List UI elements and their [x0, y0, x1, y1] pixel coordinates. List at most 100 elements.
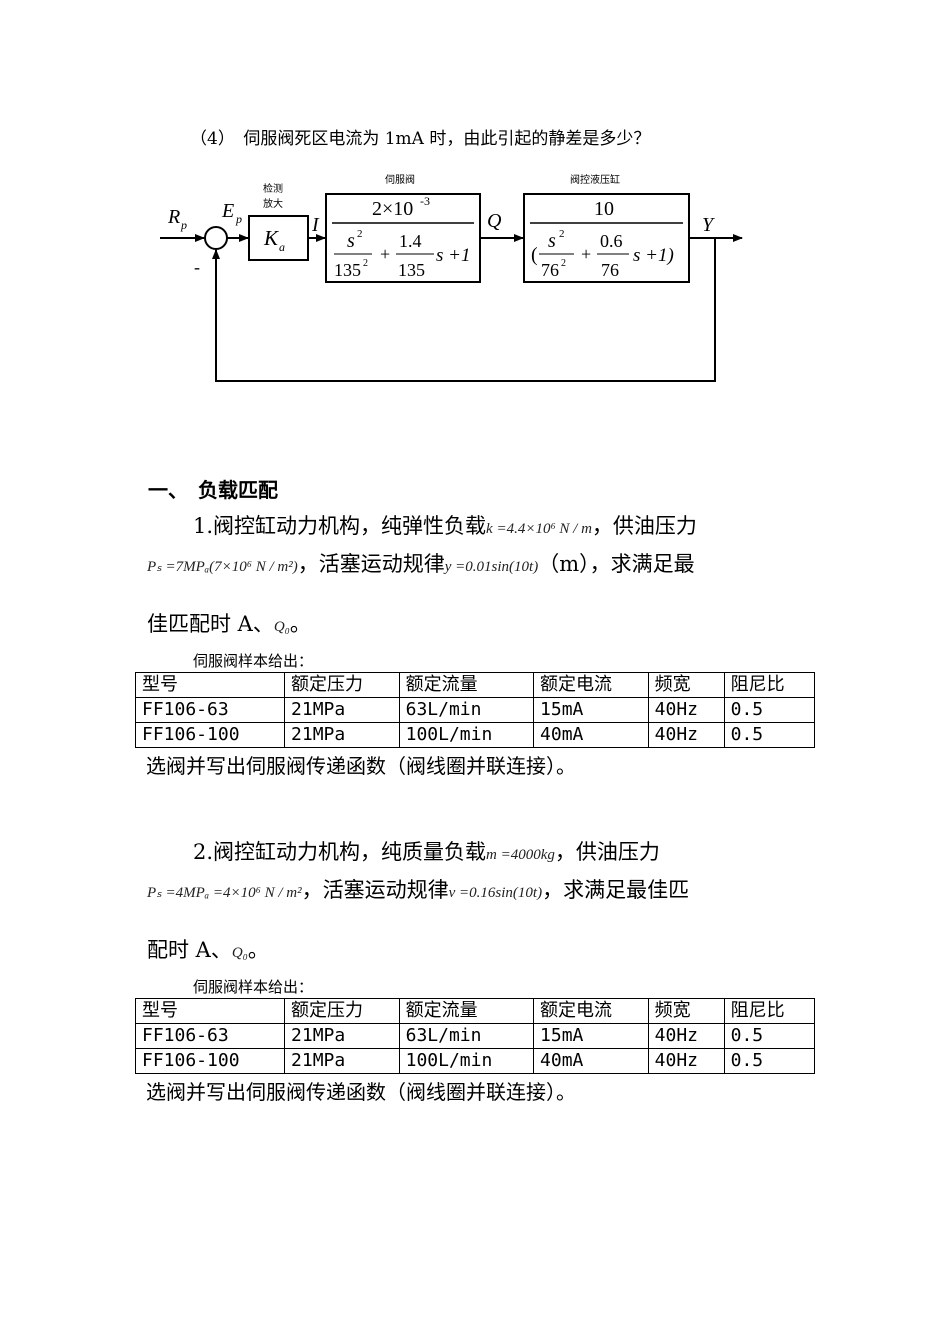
rp-sub: p	[180, 218, 187, 232]
cylinder-block	[523, 193, 690, 283]
servo-title: 伺服阀	[385, 173, 415, 186]
section-title: 一、 负载匹配	[148, 478, 278, 502]
p1-math-q0: Q₀	[273, 619, 290, 635]
table-cell: 100L/min	[398, 1048, 535, 1074]
p2-math-q0: Q₀	[231, 945, 248, 961]
table-header-cell: 频宽	[647, 998, 725, 1024]
table-cell: 0.5	[723, 1048, 816, 1074]
cyl-d1: 76	[541, 260, 559, 280]
ka-label: K	[263, 226, 279, 250]
ep-sub: p	[235, 212, 242, 226]
cyl-d2: 76	[601, 260, 619, 280]
table-cell: 40Hz	[647, 1023, 725, 1049]
servo-block	[325, 193, 481, 283]
p2-text-2b: ，活塞运动规律	[301, 878, 449, 902]
table-cell: 15mA	[533, 697, 649, 723]
servo-s-sq: 2	[357, 228, 363, 240]
servo-numerator: 2×10	[372, 198, 413, 220]
table-cell: FF106-100	[134, 722, 286, 748]
i-label: I	[311, 214, 320, 236]
p1-text-1b: ，供油压力	[591, 514, 697, 538]
p1-line3: 佳匹配时 A、Q₀。	[147, 608, 311, 638]
servo-d2: 135	[398, 260, 425, 280]
table-header-cell: 额定压力	[284, 998, 400, 1024]
table-header-row: 型号额定压力额定流量额定电流频宽阻尼比	[134, 998, 816, 1024]
p1-text-2b: ，活塞运动规律	[297, 552, 445, 576]
ep-label: E	[221, 200, 234, 222]
table-cell: 63L/min	[398, 1023, 535, 1049]
p2-math-m: m =4000kg	[486, 847, 555, 863]
p1-text-1: 1.阀控缸动力机构，纯弹性负载	[193, 514, 487, 538]
servo-s: s	[347, 230, 355, 252]
table-header-cell: 额定流量	[398, 672, 535, 698]
minus-sign: -	[194, 257, 200, 277]
table-cell: 21MPa	[284, 1048, 400, 1074]
p2-text-2c: ，求满足最佳匹	[542, 878, 690, 902]
p1-line2: Pₛ =7MPₐ(7×10⁶ N / m²)，活塞运动规律y =0.01sin(…	[147, 548, 695, 578]
table-cell: 0.5	[723, 722, 816, 748]
cyl-d1-sq: 2	[561, 258, 566, 269]
table2-caption: 伺服阀样本给出：	[193, 978, 314, 996]
table-cell: 0.5	[723, 1023, 816, 1049]
summing-junction	[204, 226, 228, 250]
table-header-cell: 阻尼比	[723, 672, 816, 698]
cyl-n2: 0.6	[600, 231, 623, 251]
ka-sub: a	[279, 240, 285, 254]
table-cell: 21MPa	[284, 697, 400, 723]
table-header-cell: 型号	[134, 672, 286, 698]
table-header-cell: 额定流量	[398, 998, 535, 1024]
p1-text-3end: 。	[289, 612, 311, 636]
table-cell: 100L/min	[398, 722, 535, 748]
p2-text-3end: 。	[247, 938, 269, 962]
detect-label-1: 检测	[263, 182, 283, 195]
table-cell: 40Hz	[647, 722, 725, 748]
table1-caption: 伺服阀样本给出：	[193, 652, 314, 670]
cyl-numerator: 10	[594, 198, 614, 220]
table-header-cell: 额定电流	[533, 672, 649, 698]
table-cell: 40Hz	[647, 697, 725, 723]
table-cell: 40mA	[533, 722, 649, 748]
block-diagram: R p - E p 检测 放大 K a I 伺服阀 2×10 -3 s 2 13…	[160, 173, 743, 382]
p2-line1: 2.阀控缸动力机构，纯质量负载m =4000kg，供油压力	[193, 836, 660, 866]
p1-line1: 1.阀控缸动力机构，纯弹性负载k =4.4×10⁶ N / m，供油压力	[193, 510, 697, 540]
servo-exp: -3	[420, 194, 430, 208]
p1-math-ps: Pₛ =7MPₐ(7×10⁶ N / m²)	[147, 559, 298, 575]
cyl-s-sq: 2	[559, 228, 565, 240]
table-cell: 40Hz	[647, 1048, 725, 1074]
y-label: Y	[702, 214, 715, 236]
cyl-tail: s +1)	[633, 245, 674, 266]
table-cell: 21MPa	[284, 722, 400, 748]
p1-text-2c: （m），求满足最	[538, 552, 695, 576]
p2-text-1: 2.阀控缸动力机构，纯质量负载	[193, 840, 487, 864]
table-cell: 0.5	[723, 697, 816, 723]
p2-math-ps: Pₛ =4MPₐ =4×10⁶ N / m²	[147, 885, 302, 901]
table-cell: 40mA	[533, 1048, 649, 1074]
table-header-cell: 频宽	[647, 672, 725, 698]
table-header-cell: 型号	[134, 998, 286, 1024]
table-cell: 21MPa	[284, 1023, 400, 1049]
table-header-row: 型号额定压力额定流量额定电流频宽阻尼比	[134, 672, 816, 698]
table-header-cell: 额定电流	[533, 998, 649, 1024]
cyl-open: (	[531, 244, 538, 266]
cyl-title: 阀控液压缸	[570, 173, 620, 186]
cyl-plus: +	[581, 244, 591, 264]
p1-math-k: k =4.4×10⁶ N / m	[486, 521, 592, 537]
feedback-path	[212, 238, 716, 382]
question-4: （4） 伺服阀死区电流为 1mA 时，由此引起的静差是多少？	[190, 129, 651, 149]
q-label: Q	[487, 210, 502, 232]
p2-text-3: 配时 A、	[147, 938, 232, 962]
p2-math-v: v =0.16sin(10t)	[448, 885, 543, 901]
table-cell: FF106-63	[134, 1023, 286, 1049]
servo-plus: +	[380, 244, 390, 264]
p1-math-y: y =0.01sin(10t)	[444, 559, 539, 575]
servo-d1: 135	[334, 260, 361, 280]
servo-tail: s +1	[436, 245, 470, 266]
table-cell: FF106-63	[134, 697, 286, 723]
p2-line2: Pₛ =4MPₐ =4×10⁶ N / m²，活塞运动规律v =0.16sin(…	[147, 874, 689, 904]
